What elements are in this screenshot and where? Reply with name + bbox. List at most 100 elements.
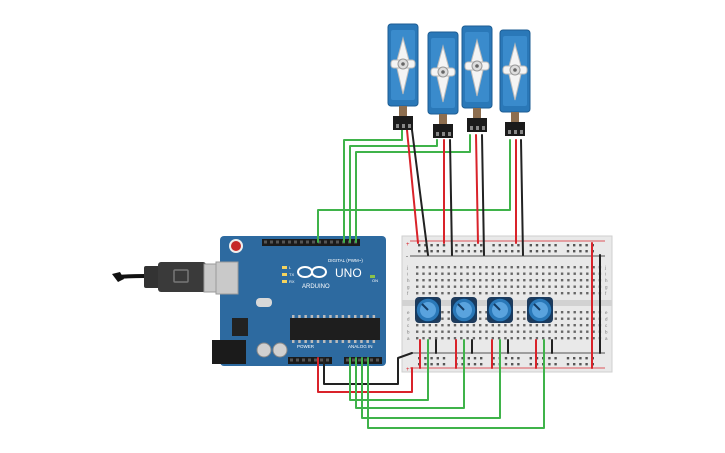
breadboard-hole[interactable] — [416, 266, 419, 269]
breadboard-hole[interactable] — [548, 250, 551, 253]
breadboard-hole[interactable] — [504, 279, 507, 282]
breadboard-hole[interactable] — [479, 285, 482, 288]
breadboard-hole[interactable] — [548, 330, 551, 333]
breadboard-hole[interactable] — [418, 250, 421, 253]
breadboard-hole[interactable] — [416, 279, 419, 282]
breadboard-hole[interactable] — [442, 244, 446, 247]
breadboard-hole[interactable] — [523, 292, 526, 295]
breadboard-hole[interactable] — [430, 357, 433, 360]
breadboard-hole[interactable] — [466, 324, 469, 327]
breadboard-hole[interactable] — [517, 244, 520, 247]
breadboard-hole[interactable] — [504, 357, 508, 360]
breadboard-hole[interactable] — [430, 363, 433, 366]
breadboard-hole[interactable] — [480, 250, 483, 253]
breadboard-hole[interactable] — [554, 357, 557, 360]
breadboard-hole[interactable] — [434, 272, 438, 275]
breadboard-hole[interactable] — [548, 285, 551, 288]
breadboard-hole[interactable] — [548, 292, 551, 295]
breadboard-hole[interactable] — [586, 279, 589, 282]
breadboard-hole[interactable] — [529, 266, 532, 269]
breadboard-hole[interactable] — [566, 357, 570, 360]
breadboard-hole[interactable] — [416, 324, 419, 327]
breadboard-hole[interactable] — [460, 279, 463, 282]
breadboard-hole[interactable] — [479, 272, 482, 275]
breadboard-hole[interactable] — [466, 330, 469, 333]
breadboard-hole[interactable] — [579, 337, 583, 340]
breadboard-hole[interactable] — [548, 272, 551, 275]
breadboard-hole[interactable] — [479, 330, 482, 333]
breadboard-hole[interactable] — [542, 279, 545, 282]
breadboard-hole[interactable] — [461, 363, 464, 366]
breadboard-hole[interactable] — [579, 330, 583, 333]
breadboard-hole[interactable] — [529, 337, 532, 340]
breadboard-hole[interactable] — [447, 337, 450, 340]
breadboard-hole[interactable] — [560, 337, 564, 340]
breadboard-hole[interactable] — [472, 292, 476, 295]
breadboard-hole[interactable] — [453, 272, 457, 275]
breadboard-hole[interactable] — [579, 285, 583, 288]
breadboard-hole[interactable] — [472, 330, 476, 333]
breadboard-hole[interactable] — [554, 317, 557, 320]
breadboard-hole[interactable] — [585, 357, 588, 360]
breadboard-hole[interactable] — [554, 311, 557, 314]
breadboard-hole[interactable] — [560, 285, 564, 288]
breadboard-hole[interactable] — [418, 244, 421, 247]
digital-pin-pin[interactable] — [324, 240, 327, 244]
breadboard-hole[interactable] — [441, 337, 444, 340]
breadboard-hole[interactable] — [523, 279, 526, 282]
breadboard-hole[interactable] — [560, 266, 564, 269]
breadboard-hole[interactable] — [573, 330, 576, 333]
breadboard-hole[interactable] — [428, 279, 431, 282]
breadboard-hole[interactable] — [586, 317, 589, 320]
breadboard-hole[interactable] — [516, 311, 520, 314]
breadboard-hole[interactable] — [466, 279, 469, 282]
breadboard-hole[interactable] — [460, 285, 463, 288]
breadboard-hole[interactable] — [579, 317, 583, 320]
breadboard-hole[interactable] — [504, 285, 507, 288]
breadboard-hole[interactable] — [529, 285, 532, 288]
breadboard-hole[interactable] — [504, 266, 507, 269]
breadboard-hole[interactable] — [422, 337, 425, 340]
breadboard-hole[interactable] — [573, 317, 576, 320]
breadboard-hole[interactable] — [523, 317, 526, 320]
breadboard-hole[interactable] — [497, 285, 501, 288]
breadboard-hole[interactable] — [422, 324, 425, 327]
breadboard-hole[interactable] — [485, 285, 488, 288]
breadboard-hole[interactable] — [548, 337, 551, 340]
breadboard-hole[interactable] — [529, 250, 532, 253]
breadboard-hole[interactable] — [480, 363, 483, 366]
analog-pin-pin[interactable] — [370, 358, 373, 362]
breadboard-hole[interactable] — [579, 311, 583, 314]
breadboard-hole[interactable] — [504, 272, 507, 275]
breadboard-hole[interactable] — [516, 337, 520, 340]
digital-pin-pin[interactable] — [312, 240, 315, 244]
breadboard-hole[interactable] — [416, 272, 419, 275]
breadboard-hole[interactable] — [497, 337, 501, 340]
breadboard-hole[interactable] — [441, 279, 444, 282]
breadboard-hole[interactable] — [560, 317, 564, 320]
breadboard-hole[interactable] — [592, 317, 595, 320]
breadboard-hole[interactable] — [504, 337, 507, 340]
breadboard-hole[interactable] — [579, 244, 582, 247]
breadboard-hole[interactable] — [460, 330, 463, 333]
breadboard-hole[interactable] — [529, 279, 532, 282]
potentiometer[interactable] — [527, 297, 553, 323]
breadboard-hole[interactable] — [447, 292, 450, 295]
breadboard-hole[interactable] — [535, 272, 539, 275]
breadboard-hole[interactable] — [592, 311, 595, 314]
breadboard-hole[interactable] — [516, 285, 520, 288]
breadboard-hole[interactable] — [461, 357, 464, 360]
breadboard-hole[interactable] — [517, 363, 520, 366]
breadboard-hole[interactable] — [491, 279, 494, 282]
breadboard-hole[interactable] — [585, 250, 588, 253]
breadboard-hole[interactable] — [566, 244, 570, 247]
breadboard-hole[interactable] — [447, 266, 450, 269]
breadboard-hole[interactable] — [567, 279, 570, 282]
breadboard-hole[interactable] — [542, 330, 545, 333]
breadboard-hole[interactable] — [491, 266, 494, 269]
digital-pin-pin[interactable] — [306, 240, 309, 244]
breadboard-hole[interactable] — [453, 292, 457, 295]
breadboard-hole[interactable] — [542, 337, 545, 340]
breadboard-hole[interactable] — [573, 363, 576, 366]
power-pin-pin[interactable] — [320, 358, 323, 362]
